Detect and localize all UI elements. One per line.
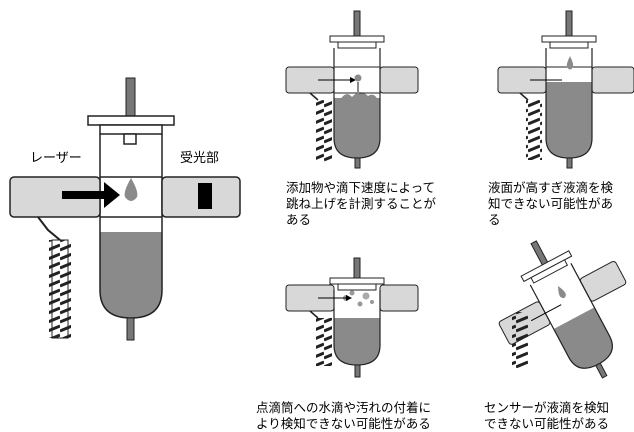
drop-icon (124, 178, 138, 201)
caption-line: る (488, 212, 501, 227)
laser-label: レーザー (30, 151, 82, 166)
fluid-level (100, 232, 162, 318)
caption-line: センサーが液滴を検知 (484, 400, 610, 415)
caption-line: 添加物や滴下速度によって (286, 180, 436, 195)
caption-line: 知できない可能性があ (488, 196, 614, 211)
main-cable (37, 216, 71, 339)
case3-diagram (285, 257, 419, 378)
caption-line: より検知できない可能性がある (256, 416, 431, 431)
receiver-label: 受光部 (180, 151, 220, 166)
laser-arrow-icon (62, 182, 120, 208)
caption-line: ある (286, 212, 312, 227)
caption-line: 点滴筒への水滴や汚れの付着に (256, 400, 432, 415)
case4-caption: センサーが液滴を検知 できない可能性がある (484, 400, 634, 432)
main-sensor-bar (9, 176, 241, 218)
case1-diagram (285, 10, 419, 169)
case2-diagram (497, 10, 634, 169)
case3-caption: 点滴筒への水滴や汚れの付着に より検知できない可能性がある (256, 400, 476, 432)
caption-line: 跳ね上げを計測することが (286, 196, 437, 211)
main-drip-chamber (87, 77, 175, 341)
caption-line: 液面が高すぎ液滴を検 (488, 180, 614, 195)
receiver-block (198, 183, 212, 209)
caption-line: できない可能性がある (484, 416, 610, 431)
case4-diagram (498, 240, 627, 379)
case1-caption: 添加物や滴下速度によって 跳ね上げを計測することが ある (286, 180, 476, 228)
case4-cable (512, 312, 528, 368)
case2-caption: 液面が高すぎ液滴を検 知できない可能性があ る (488, 180, 634, 228)
